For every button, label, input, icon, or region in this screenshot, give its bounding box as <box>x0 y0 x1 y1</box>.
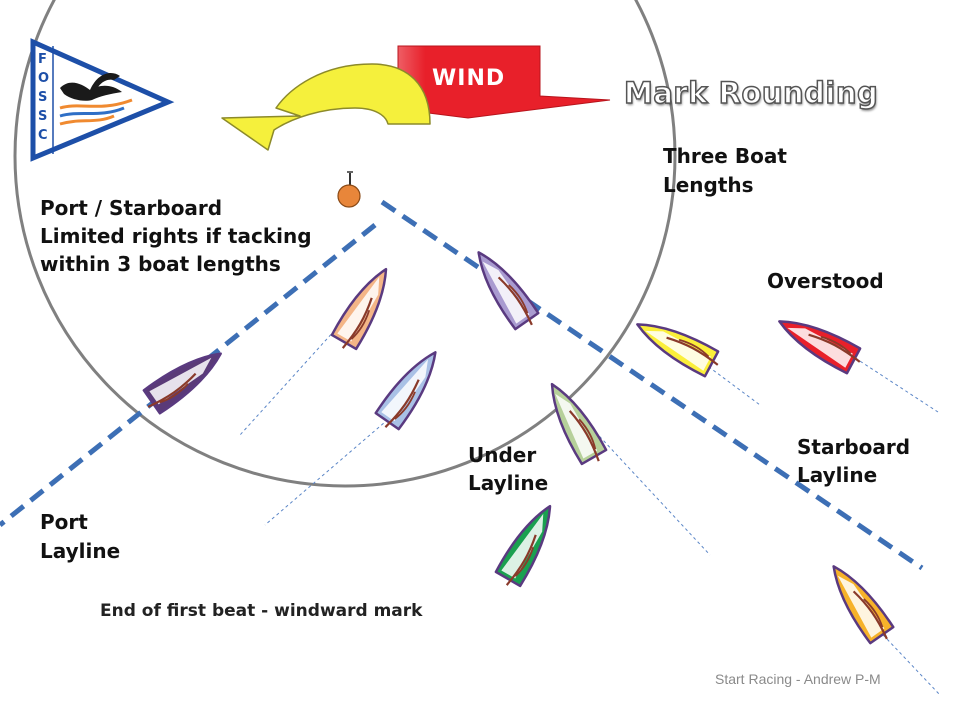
red-boat <box>778 320 862 375</box>
starboard-layline-label-line1: Starboard <box>797 435 911 459</box>
yellow-boat <box>636 323 720 378</box>
yellow-boat-sail <box>666 336 719 366</box>
peach-boat-jib <box>350 309 371 340</box>
course-line <box>849 599 941 696</box>
course-lines <box>239 329 941 696</box>
starboard-layline <box>380 199 924 571</box>
overstood-label: Overstood <box>767 269 884 293</box>
orange-boat-sail <box>852 590 888 640</box>
green-boat-deck <box>501 513 544 579</box>
page-title: Mark Rounding <box>623 75 879 111</box>
purple-boat <box>142 352 222 415</box>
sage-boat-jib <box>578 418 597 450</box>
windward-mark <box>337 171 361 208</box>
light-blue-boat-jib <box>394 391 416 420</box>
light-blue-boat-sail <box>384 379 420 428</box>
diagram-subtitle: End of first beat - windward mark <box>100 601 423 621</box>
lavender-boat-sail <box>497 276 533 326</box>
under-layline-label-line1: Under <box>468 443 537 467</box>
logo-letter: O <box>38 71 50 86</box>
sage-boat-sail <box>568 410 600 462</box>
boats-layer <box>142 251 895 645</box>
logo-letter: S <box>38 109 48 124</box>
port-starboard-label-line3: within 3 boat lengths <box>40 252 281 276</box>
yellow-boat-jib <box>678 338 710 358</box>
orange-boat-deck <box>837 575 885 638</box>
starboard-layline-label-line2: Layline <box>797 463 878 487</box>
lavender-boat-jib <box>508 284 529 314</box>
three-boat-lengths-label-line1: Three Boat <box>663 144 787 168</box>
green-boat-sail <box>505 534 537 586</box>
peach-boat <box>330 267 388 351</box>
wind-label: WIND <box>432 66 506 91</box>
zone-circle <box>13 0 677 488</box>
tack-arrow <box>221 63 431 151</box>
course-line <box>264 391 421 526</box>
red-boat-jib <box>820 335 852 355</box>
green-boat <box>494 504 552 588</box>
green-boat-jib <box>514 546 535 577</box>
purple-boat-deck <box>149 357 212 405</box>
lavender-boat-deck <box>482 261 530 324</box>
port-starboard-label-line1: Port / Starboard <box>40 196 223 220</box>
orange-boat <box>832 565 895 645</box>
club-logo <box>30 38 175 162</box>
purple-boat-sail <box>147 372 197 408</box>
logo-letter: C <box>38 128 48 143</box>
purple-boat-jib <box>159 383 189 404</box>
course-line <box>239 329 336 436</box>
logo-letter: S <box>38 90 48 105</box>
port-starboard-label-line2: Limited rights if tacking <box>40 224 312 248</box>
three-boat-lengths-label-line2: Lengths <box>663 173 754 197</box>
sage-boat-deck <box>555 393 598 459</box>
peach-boat-deck <box>337 276 380 342</box>
under-layline-label-line2: Layline <box>468 471 549 495</box>
port-layline-label-line2: Layline <box>40 539 121 563</box>
light-blue-boat-deck <box>381 359 429 422</box>
red-boat-sail <box>808 333 861 363</box>
red-boat-deck <box>787 327 853 368</box>
sage-boat <box>550 382 608 466</box>
credit-text: Start Racing - Andrew P-M <box>715 671 881 687</box>
port-layline-label-line1: Port <box>40 510 88 534</box>
lavender-boat <box>477 251 540 331</box>
logo-letter: F <box>38 52 47 67</box>
peach-boat-sail <box>341 297 373 349</box>
yellow-boat-deck <box>645 330 711 371</box>
orange-boat-jib <box>863 598 884 628</box>
light-blue-boat <box>374 351 437 431</box>
